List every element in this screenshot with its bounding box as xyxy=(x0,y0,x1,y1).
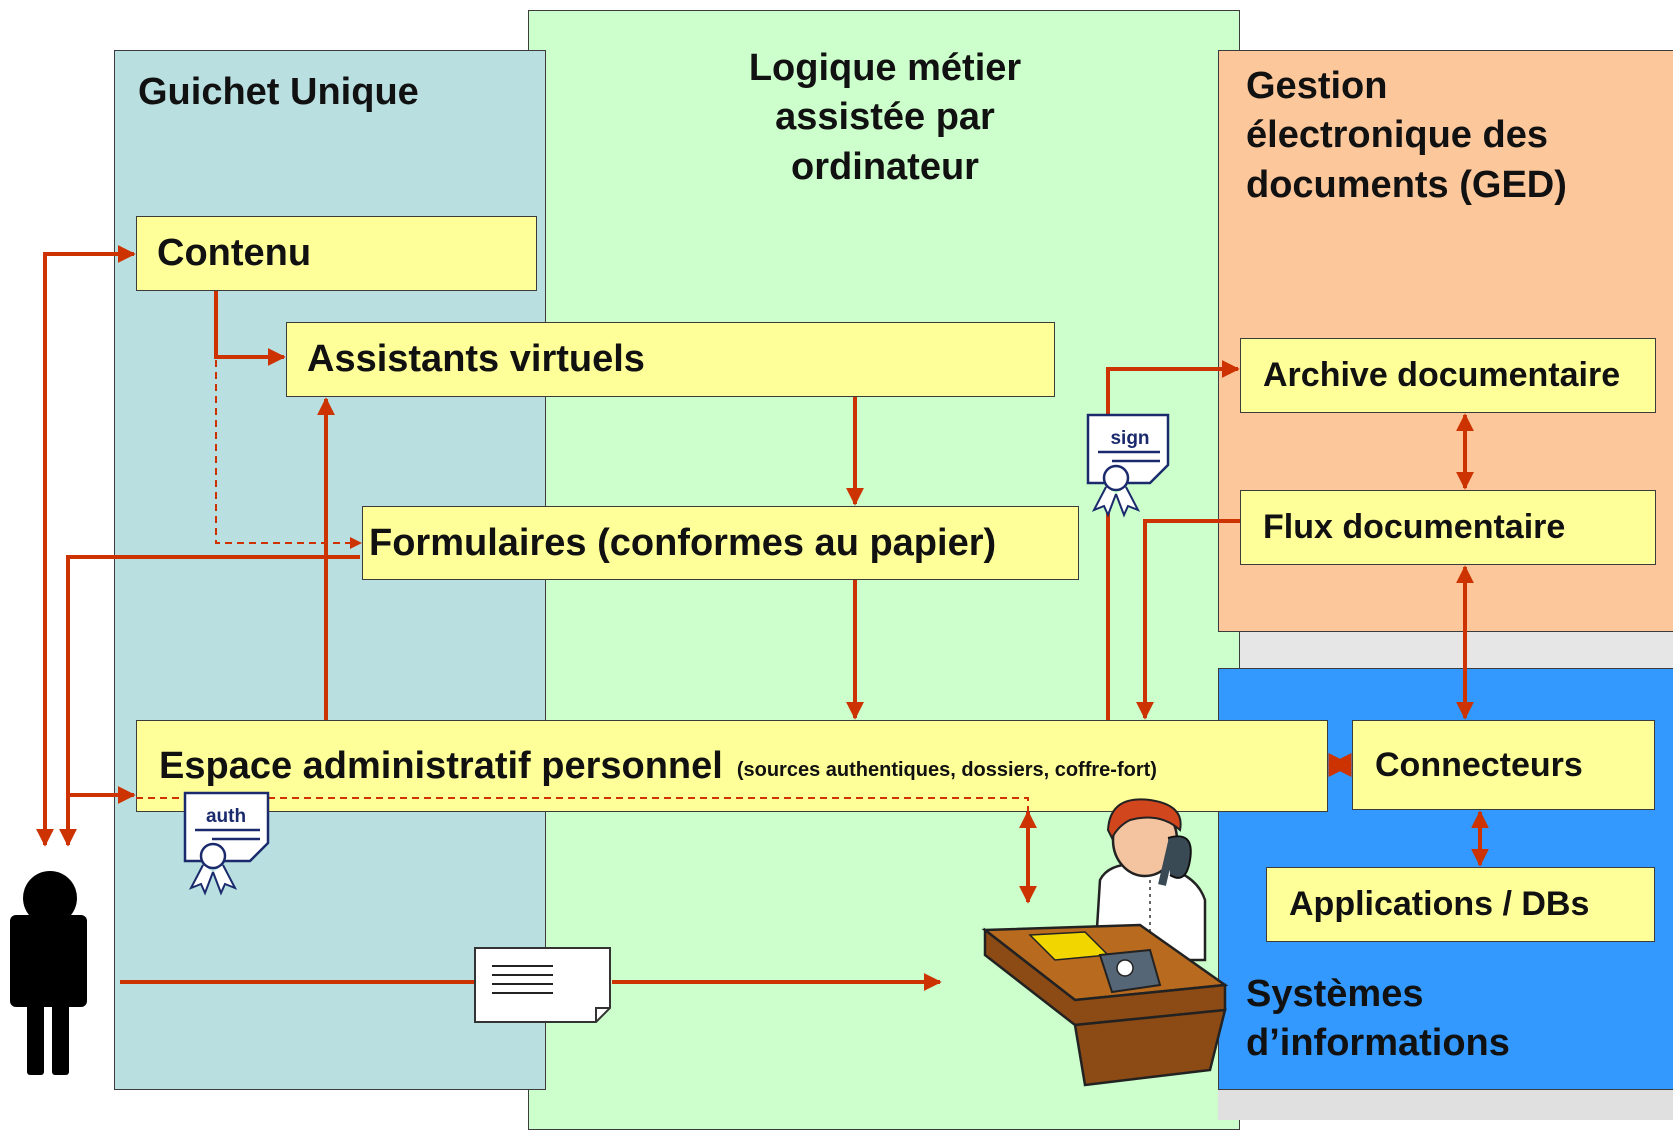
applications-dbs-box: Applications / DBs xyxy=(1266,867,1655,942)
espace-detail-label: (sources authentiques, dossiers, coffre-… xyxy=(736,758,1157,781)
arrow-formulaires-person xyxy=(59,555,360,847)
assistants-virtuels-box: Assistants virtuels xyxy=(286,322,1055,397)
flux-label: Flux documentaire xyxy=(1263,508,1566,546)
archive-documentaire-box: Archive documentaire xyxy=(1240,338,1656,413)
espace-label: Espace administratif personnel xyxy=(159,744,723,787)
archive-label: Archive documentaire xyxy=(1263,356,1621,394)
contenu-label: Contenu xyxy=(157,232,312,274)
arrow-contenu-assistants xyxy=(214,291,286,366)
certificate-icon: auth xyxy=(183,791,270,896)
contenu-box: Contenu xyxy=(136,216,537,291)
certificate-icon: sign xyxy=(1086,413,1170,518)
arrow-person-contenu xyxy=(36,245,136,847)
svg-text:auth: auth xyxy=(206,806,246,827)
flux-documentaire-box: Flux documentaire xyxy=(1240,490,1656,565)
assistants-label: Assistants virtuels xyxy=(307,338,645,380)
arrow-espace-archive xyxy=(1106,360,1240,720)
guichet-title: Guichet Unique xyxy=(138,71,419,113)
clerk-at-desk-icon xyxy=(981,798,1229,1087)
arrow-flux-espace xyxy=(1136,519,1240,720)
connecteurs-box: Connecteurs xyxy=(1352,720,1655,810)
formulaires-box: Formulaires (conformes au papier) xyxy=(362,506,1079,580)
svg-text:sign: sign xyxy=(1110,428,1149,449)
applications-label: Applications / DBs xyxy=(1289,885,1590,923)
ged-title: Gestion électronique des documents (GED) xyxy=(1246,65,1567,206)
dashed-espace-line xyxy=(136,797,1029,812)
logique-title: Logique métier assistée par ordinateur xyxy=(748,47,1022,188)
connecteurs-label: Connecteurs xyxy=(1375,745,1583,784)
document-icon xyxy=(474,947,611,1023)
si-title: Systèmes d’informations xyxy=(1246,973,1510,1065)
person-icon xyxy=(10,871,87,1075)
formulaires-label: Formulaires (conformes au papier) xyxy=(369,521,997,564)
espace-administratif-box: Espace administratif personnel (sources … xyxy=(136,720,1328,812)
dashed-contenu-formulaires xyxy=(215,360,360,544)
